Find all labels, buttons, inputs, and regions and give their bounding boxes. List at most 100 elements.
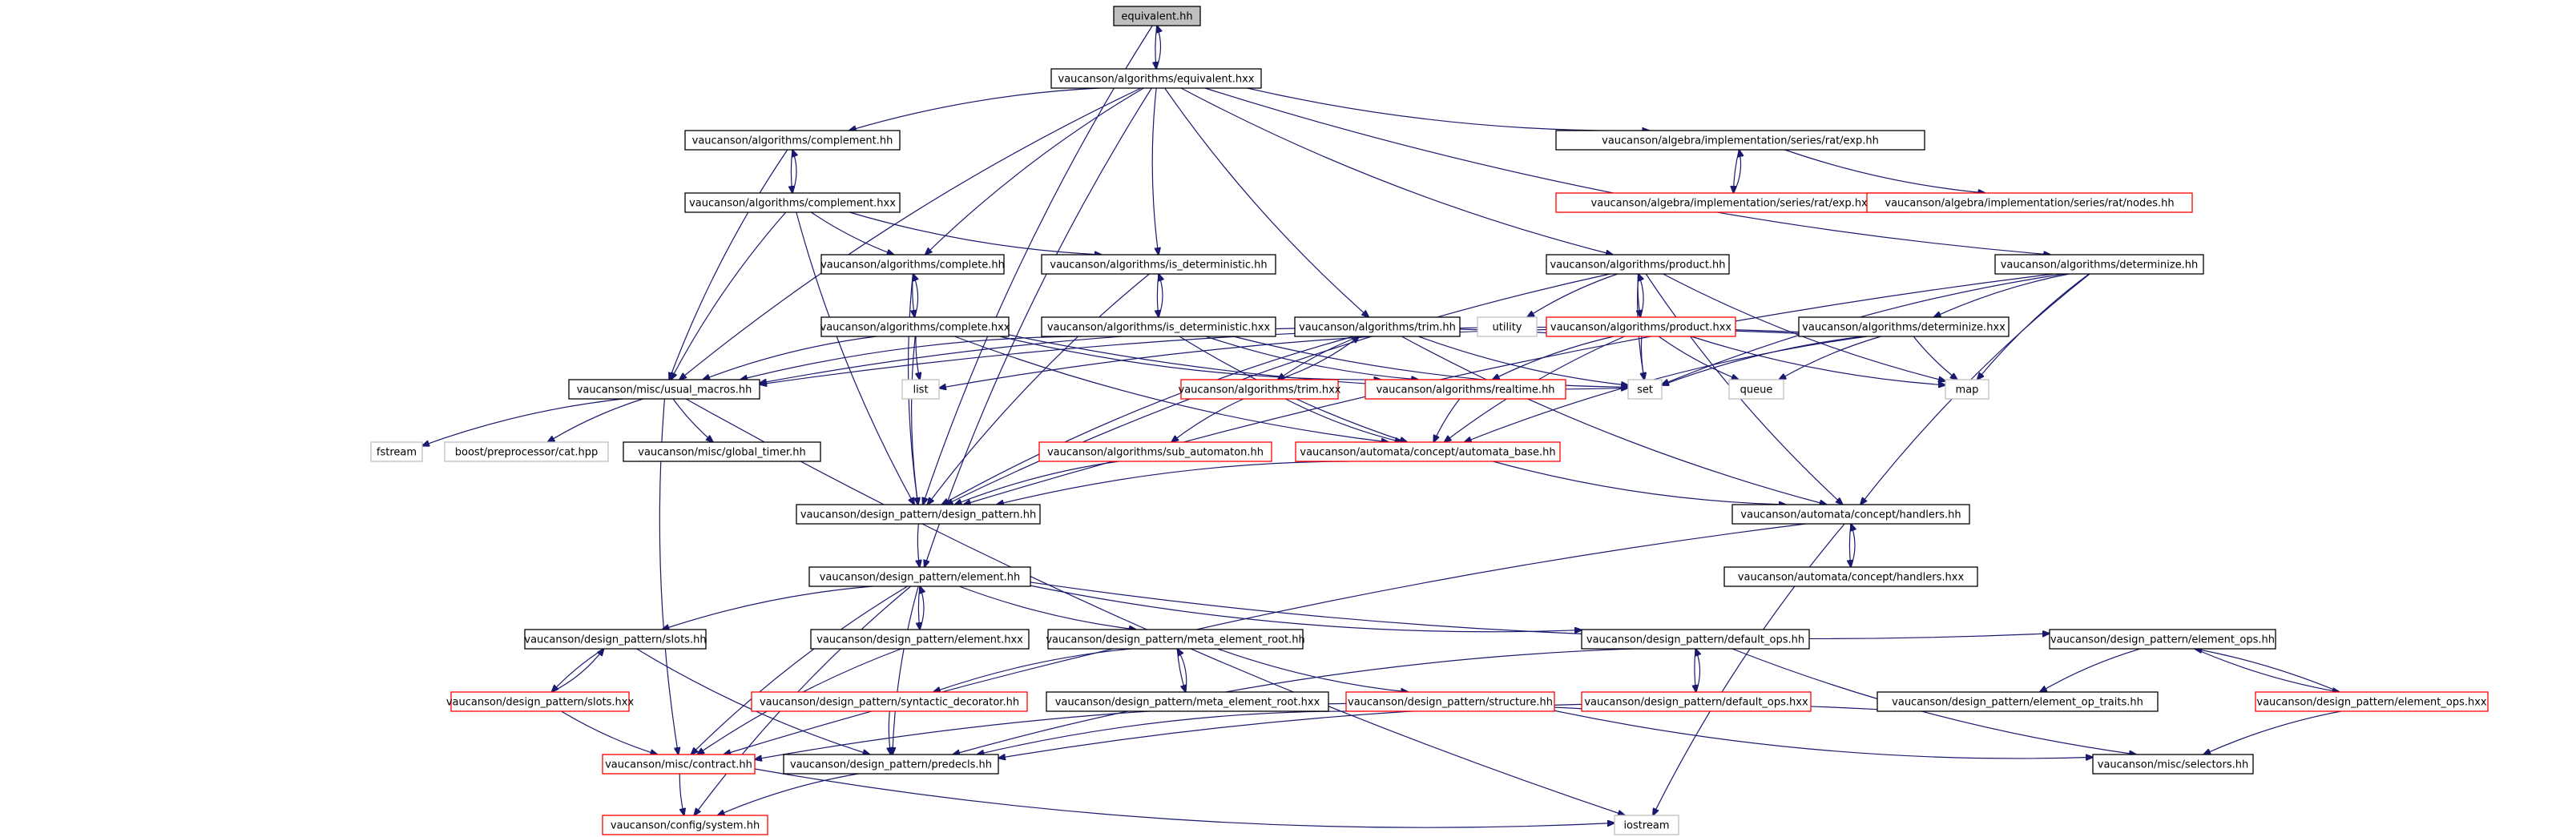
node-automata_base[interactable]: vaucanson/automata/concept/automata_base… (1295, 441, 1561, 462)
node-box-is_det_hh (1041, 254, 1276, 275)
node-global_timer[interactable]: vaucanson/misc/global_timer.hh (623, 441, 821, 462)
node-system_hh[interactable]: vaucanson/config/system.hh (602, 815, 768, 835)
edge-element_hh-to-contract_hh (691, 585, 908, 755)
node-slots_hxx[interactable]: vaucanson/design_pattern/slots.hxx (446, 691, 635, 712)
node-complete_hh[interactable]: vaucanson/algorithms/complete.hh (820, 254, 1005, 275)
node-label-realtime_hh: vaucanson/algorithms/realtime.hh (1376, 384, 1554, 396)
edge-trim_hxx-to-trim_hh (1277, 336, 1360, 380)
node-product_hh[interactable]: vaucanson/algorithms/product.hh (1546, 254, 1730, 275)
node-meta_root_hxx[interactable]: vaucanson/design_pattern/meta_element_ro… (1046, 691, 1329, 712)
node-box-utility (1477, 316, 1538, 337)
node-box-element_ops_hh (2049, 629, 2276, 650)
node-complete_hxx[interactable]: vaucanson/algorithms/complete.hxx (820, 316, 1010, 337)
node-default_ops_hh[interactable]: vaucanson/design_pattern/default_ops.hh (1581, 629, 1810, 650)
edge-sub_automaton-to-design_pattern (955, 461, 1119, 505)
node-label-is_det_hxx: vaucanson/algorithms/is_deterministic.hx… (1047, 322, 1271, 334)
node-box-meta_root_hxx (1046, 691, 1329, 712)
node-element_ops_hxx[interactable]: vaucanson/design_pattern/element_ops.hxx (2255, 691, 2489, 712)
node-complement_hxx[interactable]: vaucanson/algorithms/complement.hxx (684, 192, 901, 213)
node-element_hxx[interactable]: vaucanson/design_pattern/element.hxx (810, 629, 1030, 650)
node-equivalent_hxx[interactable]: vaucanson/algorithms/equivalent.hxx (1050, 68, 1262, 89)
node-nodes_hh[interactable]: vaucanson/algebra/implementation/series/… (1866, 192, 2193, 213)
node-utility[interactable]: utility (1477, 316, 1538, 337)
node-box-queue (1728, 379, 1784, 400)
node-box-element_ops_hxx (2255, 691, 2489, 712)
node-box-list (901, 379, 940, 400)
node-usual_macros[interactable]: vaucanson/misc/usual_macros.hh (568, 379, 760, 400)
node-product_hxx[interactable]: vaucanson/algorithms/product.hxx (1546, 316, 1736, 337)
node-is_det_hh[interactable]: vaucanson/algorithms/is_deterministic.hh (1041, 254, 1276, 275)
node-selectors_hh[interactable]: vaucanson/misc/selectors.hh (2092, 754, 2254, 775)
node-handlers_hh[interactable]: vaucanson/automata/concept/handlers.hh (1731, 504, 1970, 525)
node-is_det_hxx[interactable]: vaucanson/algorithms/is_deterministic.hx… (1041, 316, 1276, 337)
edge-element_hh-to-slots_hh (662, 585, 873, 630)
node-iostream[interactable]: iostream (1614, 815, 1679, 835)
node-label-element_ops_hh: vaucanson/design_pattern/element_ops.hh (2050, 634, 2275, 646)
node-element_hh[interactable]: vaucanson/design_pattern/element.hh (808, 566, 1031, 587)
node-complement_hh[interactable]: vaucanson/algorithms/complement.hh (684, 130, 901, 151)
edge-product_hxx-to-product_hh (1639, 274, 1643, 318)
edge-element_ops_hxx-to-element_ops_hh (2195, 649, 2340, 693)
node-label-equivalent_hxx: vaucanson/algorithms/equivalent.hxx (1058, 74, 1255, 86)
node-label-complete_hxx: vaucanson/algorithms/complete.hxx (820, 322, 1010, 334)
node-box-product_hxx (1546, 316, 1736, 337)
edge-usual_macros-to-global_timer (672, 398, 713, 442)
node-exp_hxx[interactable]: vaucanson/algebra/implementation/series/… (1555, 192, 1909, 213)
node-box-complement_hxx (684, 192, 901, 213)
node-map[interactable]: map (1945, 379, 1989, 400)
node-predecls_hh[interactable]: vaucanson/design_pattern/predecls.hh (783, 754, 999, 775)
node-label-syntactic_decorator: vaucanson/design_pattern/syntactic_decor… (760, 697, 1019, 709)
node-structure_hh[interactable]: vaucanson/design_pattern/structure.hh (1345, 691, 1555, 712)
node-exp_hh[interactable]: vaucanson/algebra/implementation/series/… (1555, 130, 1925, 151)
node-label-boost_cat: boost/preprocessor/cat.hpp (455, 447, 598, 459)
node-determinize_hh[interactable]: vaucanson/algorithms/determinize.hh (1994, 254, 2204, 275)
edge-equivalent_hxx-to-is_det_hh (1151, 87, 1159, 255)
node-queue[interactable]: queue (1728, 379, 1784, 400)
edge-element_hh-to-meta_root_hh (958, 585, 1136, 630)
node-label-exp_hxx: vaucanson/algebra/implementation/series/… (1591, 198, 1874, 210)
node-box-selectors_hh (2092, 754, 2254, 775)
node-realtime_hh[interactable]: vaucanson/algorithms/realtime.hh (1365, 379, 1566, 400)
node-label-trim_hh: vaucanson/algorithms/trim.hh (1299, 322, 1456, 334)
node-label-map: map (1956, 384, 1979, 396)
edge-product_hxx-to-map (1691, 336, 1945, 385)
edge-determinize_hxx-to-automata_base (1465, 336, 1868, 442)
node-box-determinize_hxx (1798, 316, 2010, 337)
node-trim_hxx[interactable]: vaucanson/algorithms/trim.hxx (1179, 379, 1341, 400)
node-slots_hh[interactable]: vaucanson/design_pattern/slots.hh (524, 629, 707, 650)
node-label-predecls_hh: vaucanson/design_pattern/predecls.hh (790, 759, 992, 771)
node-box-system_hh (602, 815, 768, 835)
node-list[interactable]: list (901, 379, 940, 400)
node-label-meta_root_hh: vaucanson/design_pattern/meta_element_ro… (1046, 634, 1304, 646)
node-default_ops_hxx[interactable]: vaucanson/design_pattern/default_ops.hxx (1581, 691, 1812, 712)
node-design_pattern[interactable]: vaucanson/design_pattern/design_pattern.… (796, 504, 1041, 525)
node-box-contract_hh (602, 754, 756, 775)
node-determinize_hxx[interactable]: vaucanson/algorithms/determinize.hxx (1798, 316, 2010, 337)
edge-equivalent_hxx-to-usual_macros (679, 87, 1142, 380)
node-label-product_hh: vaucanson/algorithms/product.hh (1550, 260, 1725, 272)
node-label-automata_base: vaucanson/automata/concept/automata_base… (1300, 447, 1555, 459)
edge-determinize_hxx-to-map (1913, 336, 1957, 380)
node-trim_hh[interactable]: vaucanson/algorithms/trim.hh (1294, 316, 1461, 337)
edge-meta_root_hh-to-meta_root_hxx (1176, 648, 1185, 692)
node-meta_root_hh[interactable]: vaucanson/design_pattern/meta_element_ro… (1046, 629, 1305, 650)
edge-realtime_hh-to-automata_base (1433, 398, 1461, 442)
edge-equivalent_hxx-to-exp_hh (1247, 87, 1650, 131)
node-sub_automaton[interactable]: vaucanson/algorithms/sub_automaton.hh (1038, 441, 1272, 462)
node-handlers_hxx[interactable]: vaucanson/automata/concept/handlers.hxx (1723, 566, 1978, 587)
edge-equivalent_hxx-to-complete_hh (925, 87, 1144, 255)
node-label-utility: utility (1493, 322, 1522, 334)
node-equivalent_hh[interactable]: equivalent.hh (1113, 6, 1201, 26)
node-label-structure_hh: vaucanson/design_pattern/structure.hh (1348, 697, 1553, 709)
node-element_ops_hh[interactable]: vaucanson/design_pattern/element_ops.hh (2049, 629, 2276, 650)
node-boost_cat[interactable]: boost/preprocessor/cat.hpp (444, 441, 609, 462)
node-label-slots_hxx: vaucanson/design_pattern/slots.hxx (446, 697, 635, 709)
node-syntactic_decorator[interactable]: vaucanson/design_pattern/syntactic_decor… (751, 691, 1028, 712)
node-fstream[interactable]: fstream (370, 441, 423, 462)
node-box-global_timer (623, 441, 821, 462)
node-element_op_traits[interactable]: vaucanson/design_pattern/element_op_trai… (1877, 691, 2159, 712)
node-box-nodes_hh (1866, 192, 2193, 213)
edge-trim_hh-to-trim_hxx (1278, 336, 1360, 380)
node-contract_hh[interactable]: vaucanson/misc/contract.hh (602, 754, 756, 775)
node-set[interactable]: set (1627, 379, 1663, 400)
